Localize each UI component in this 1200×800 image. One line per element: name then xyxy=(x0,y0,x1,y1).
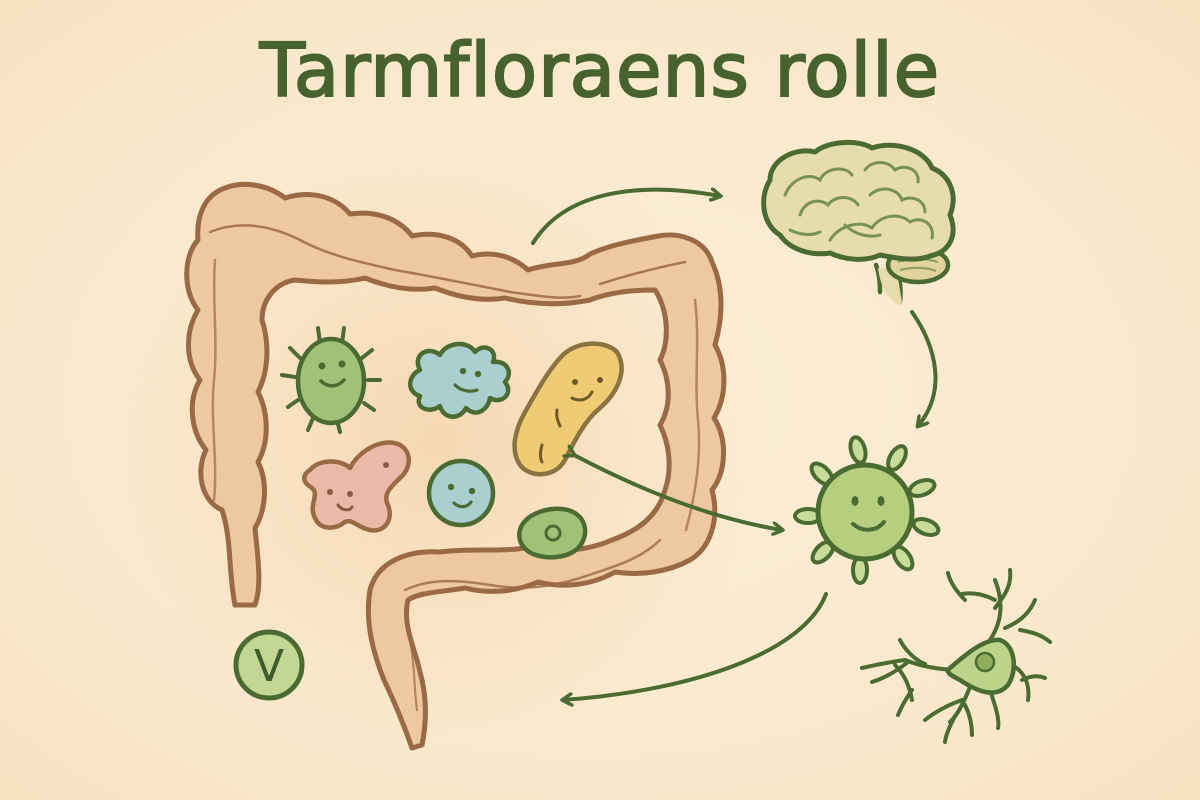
arrow-immune-to-intestine xyxy=(563,592,828,700)
arrow-intestine-to-brain xyxy=(531,190,720,245)
microbe-green-oval xyxy=(517,506,588,560)
arrows xyxy=(531,190,938,700)
arrow-brain-to-immune-cell xyxy=(910,310,938,426)
microbe-pink-blob xyxy=(302,440,411,533)
immune-cell xyxy=(793,435,941,585)
neuron-body xyxy=(945,637,1017,695)
microbe-green-spiky xyxy=(280,326,382,434)
arrow-immune-to-microbes xyxy=(574,455,782,530)
brain xyxy=(761,140,956,305)
page-title: Tarmfloraens rolle xyxy=(259,27,941,115)
microbe-blue-round xyxy=(426,458,496,528)
neuron xyxy=(860,568,1052,744)
v-badge-label: V xyxy=(254,641,284,692)
microbe-blue-amoeba xyxy=(408,341,511,419)
v-badge: V xyxy=(233,629,305,701)
